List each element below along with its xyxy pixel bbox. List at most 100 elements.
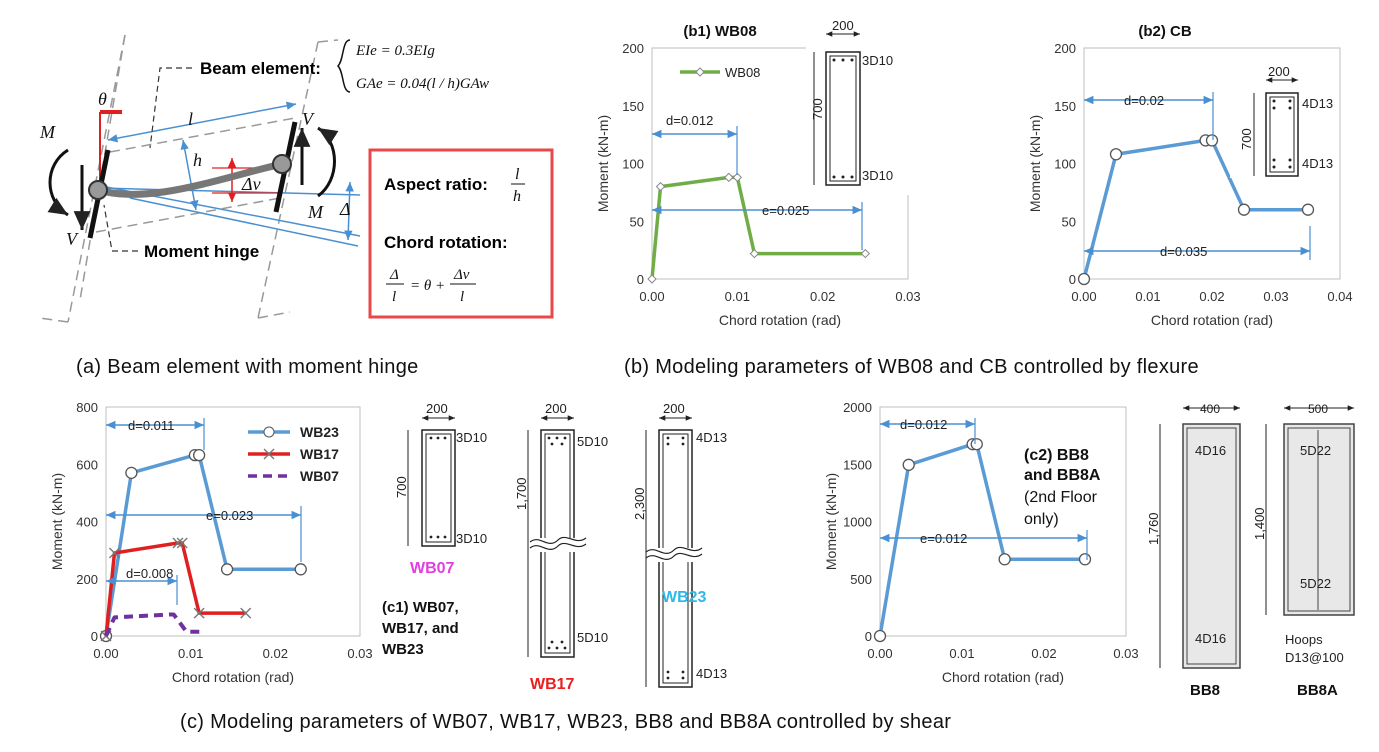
wb17-width: 200 xyxy=(545,401,567,416)
caption-a: (a) Beam element with moment hinge xyxy=(76,356,419,378)
cb-top-bars: 4D13 xyxy=(1302,96,1333,111)
x-tick-label: 0.01 xyxy=(725,289,750,304)
legend-marker xyxy=(695,67,705,77)
bb8a-hoops: Hoops xyxy=(1285,632,1323,647)
section-wb08: 200 700 3D10 3D10 xyxy=(806,18,910,195)
wb23-top-bars: 4D13 xyxy=(696,430,727,445)
y-tick-label: 800 xyxy=(76,400,98,415)
wb17-name: WB17 xyxy=(530,676,575,693)
x-tick-label: 0.00 xyxy=(93,646,118,661)
y-tick-label: 200 xyxy=(1054,41,1076,56)
x-tick-label: 0.03 xyxy=(347,646,372,661)
c2-note-1: (c2) BB8 xyxy=(1024,447,1089,464)
wb08-bottom-bars: 3D10 xyxy=(862,168,893,183)
bb8-width: 400 xyxy=(1200,402,1220,416)
b2-annotation-d1: d=0.02 xyxy=(1124,93,1164,108)
c2-note-4: only) xyxy=(1024,511,1059,528)
data-point xyxy=(970,438,983,451)
x-tick-label: 0.01 xyxy=(178,646,203,661)
data-point xyxy=(860,248,871,259)
x-tick-label: 0.02 xyxy=(810,289,835,304)
V-left-label: V xyxy=(66,229,79,249)
data-point xyxy=(1109,148,1123,161)
x-tick-label: 0.03 xyxy=(1263,289,1288,304)
eq-lhs-den: l xyxy=(392,289,396,305)
y-tick-label: 150 xyxy=(622,99,644,114)
x-tick-label: 0.03 xyxy=(895,289,920,304)
M-left-label: M xyxy=(39,122,56,142)
M-right-label: M xyxy=(307,202,324,222)
aspect-num: l xyxy=(515,166,520,183)
c1-title-line2: WB17, and xyxy=(382,620,459,637)
x-axis-label: Chord rotation (rad) xyxy=(942,669,1064,685)
data-point xyxy=(108,547,120,559)
h-label: h xyxy=(193,150,202,170)
data-point xyxy=(294,563,307,576)
section-wb23: 200 2,300 4D13 4D13 WB23 xyxy=(632,401,727,688)
wb08-height: 700 xyxy=(810,98,825,120)
data-point xyxy=(1237,203,1251,216)
x-tick-label: 0.01 xyxy=(949,646,974,661)
y-tick-label: 150 xyxy=(1054,99,1076,114)
wb17-height: 1,700 xyxy=(514,477,529,510)
aspect-den: h xyxy=(513,188,521,205)
cb-width: 200 xyxy=(1268,64,1290,79)
eq-rhs-num: Δv xyxy=(453,267,470,283)
b1-annotation-d: d=0.012 xyxy=(666,113,713,128)
y-tick-label: 1500 xyxy=(843,457,872,472)
chart-title: (b1) WB08 xyxy=(683,23,756,40)
eq-rhs-den: l xyxy=(460,289,464,305)
wb08-width: 200 xyxy=(832,18,854,33)
c1-title-line1: (c1) WB07, xyxy=(382,599,459,616)
x-tick-label: 0.02 xyxy=(263,646,288,661)
data-point xyxy=(192,448,206,462)
x-axis-label: Chord rotation (rad) xyxy=(172,669,294,685)
y-tick-label: 0 xyxy=(865,629,872,644)
wb07-width: 200 xyxy=(426,401,448,416)
wb07-name: WB07 xyxy=(410,560,455,577)
eq-mid: = θ + xyxy=(410,278,445,294)
y-tick-label: 200 xyxy=(76,572,98,587)
data-point xyxy=(176,537,188,549)
bb8a-width: 500 xyxy=(1308,402,1328,416)
wb07-top-bars: 3D10 xyxy=(456,430,487,445)
x-tick-label: 0.02 xyxy=(1031,646,1056,661)
caption-b: (b) Modeling parameters of WB08 and CB c… xyxy=(624,356,1199,378)
c1-title: (c1) WB07, WB17, and WB23 xyxy=(382,599,459,658)
data-point xyxy=(1078,553,1092,566)
chart-title: (b2) CB xyxy=(1138,23,1191,40)
y-tick-label: 100 xyxy=(1054,157,1076,172)
y-tick-label: 500 xyxy=(850,572,872,587)
data-point xyxy=(732,172,743,183)
data-point xyxy=(655,181,666,192)
x-axis-label: Chord rotation (rad) xyxy=(719,312,841,328)
c1-annotation-d2: d=0.008 xyxy=(126,566,173,581)
caption-c: (c) Modeling parameters of WB07, WB17, W… xyxy=(180,711,951,733)
y-axis-label: Moment (kN-m) xyxy=(1027,115,1043,212)
y-tick-label: 0 xyxy=(1069,272,1076,287)
bb8a-height: 1,400 xyxy=(1252,507,1267,540)
wb17-top-bars: 5D10 xyxy=(577,434,608,449)
data-point xyxy=(873,629,887,643)
legend-label: WB23 xyxy=(300,424,339,440)
aspect-ratio-label: Aspect ratio: xyxy=(384,175,488,194)
delta-label: Δ xyxy=(339,199,351,219)
wb23-width: 200 xyxy=(663,401,685,416)
cb-height: 700 xyxy=(1239,128,1254,150)
l-label: l xyxy=(188,109,193,129)
beam-element-label: Beam element: xyxy=(200,59,321,78)
formula-box xyxy=(368,148,554,319)
y-tick-label: 200 xyxy=(622,41,644,56)
c2-note-3: (2nd Floor xyxy=(1024,489,1098,506)
section-wb17: 200 1,700 5D10 5D10 WB17 xyxy=(514,401,608,693)
data-point xyxy=(220,563,234,576)
x-tick-label: 0.00 xyxy=(867,646,892,661)
x-tick-label: 0.01 xyxy=(1135,289,1160,304)
bb8-top-bars: 4D16 xyxy=(1195,443,1226,458)
bb8-name: BB8 xyxy=(1190,682,1220,699)
plot-area xyxy=(1083,47,1341,280)
legend-label: WB08 xyxy=(725,65,760,80)
c2-annotation-e: e=0.012 xyxy=(920,531,967,546)
legend-marker xyxy=(263,426,275,438)
moment-hinge-label: Moment hinge xyxy=(144,242,259,261)
